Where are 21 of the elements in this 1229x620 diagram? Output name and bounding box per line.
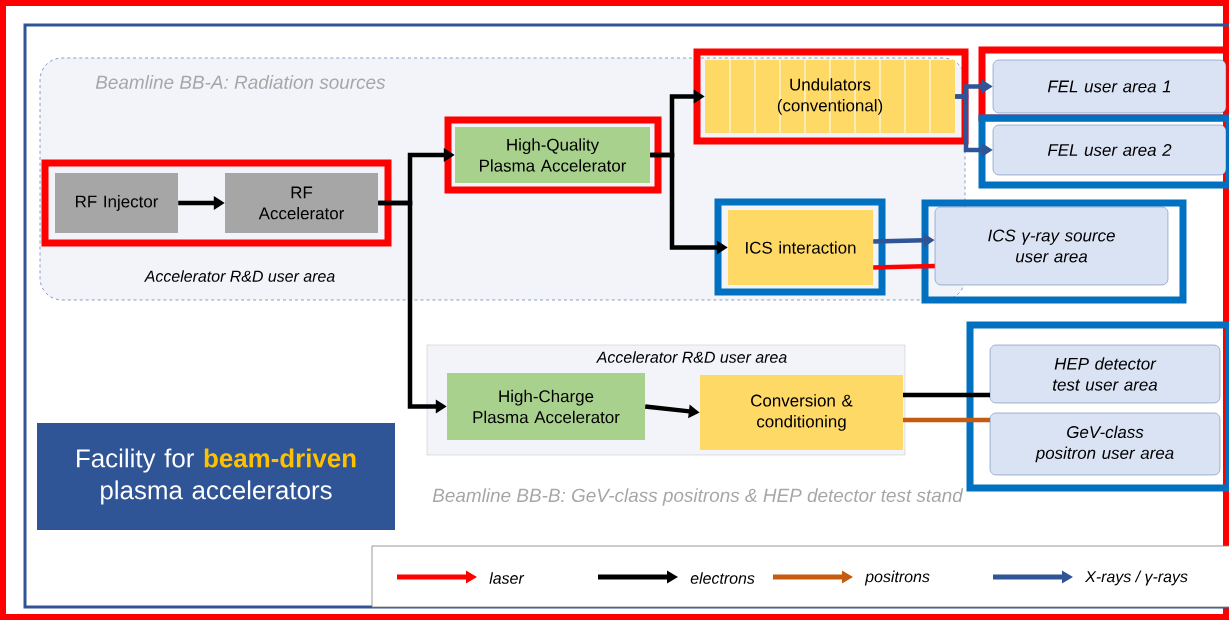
user-area-box: ICS γ-ray source user area [934, 206, 1169, 286]
legend-label: electrons [690, 572, 755, 584]
user-area-box: FEL user area 1 [992, 59, 1227, 114]
legend-label: laser [489, 572, 525, 584]
beamline-label: Beamline BB-B: GeV-class positrons & HEP detector test stand [432, 488, 964, 506]
process-box: RF Accelerator [225, 173, 378, 233]
region-title: Beamline BB-A: Radiation sources [95, 75, 386, 89]
user-area-box: GeV-class positron user area [989, 412, 1221, 476]
user-area-box: HEP detector test user area [989, 344, 1221, 404]
undulator-box: Undulators (conventional) [705, 60, 955, 133]
region-label: Accelerator R&D user area [144, 270, 335, 282]
process-box: Conversion & conditioning [700, 375, 903, 450]
process-box: RF Injector [55, 173, 178, 233]
group-label: Accelerator R&D user area [596, 351, 787, 363]
user-area-box: FEL user area 2 [992, 124, 1227, 176]
legend-label: X-rays / γ-rays [1084, 570, 1188, 586]
process-box: High-Quality Plasma Accelerator [455, 127, 650, 183]
process-box: High-Charge Plasma Accelerator [447, 373, 645, 440]
process-box: ICS interaction [728, 210, 873, 285]
title-box: Facility for beam-driven plasma accelerators [37, 423, 395, 530]
legend-label: positrons [864, 570, 930, 586]
